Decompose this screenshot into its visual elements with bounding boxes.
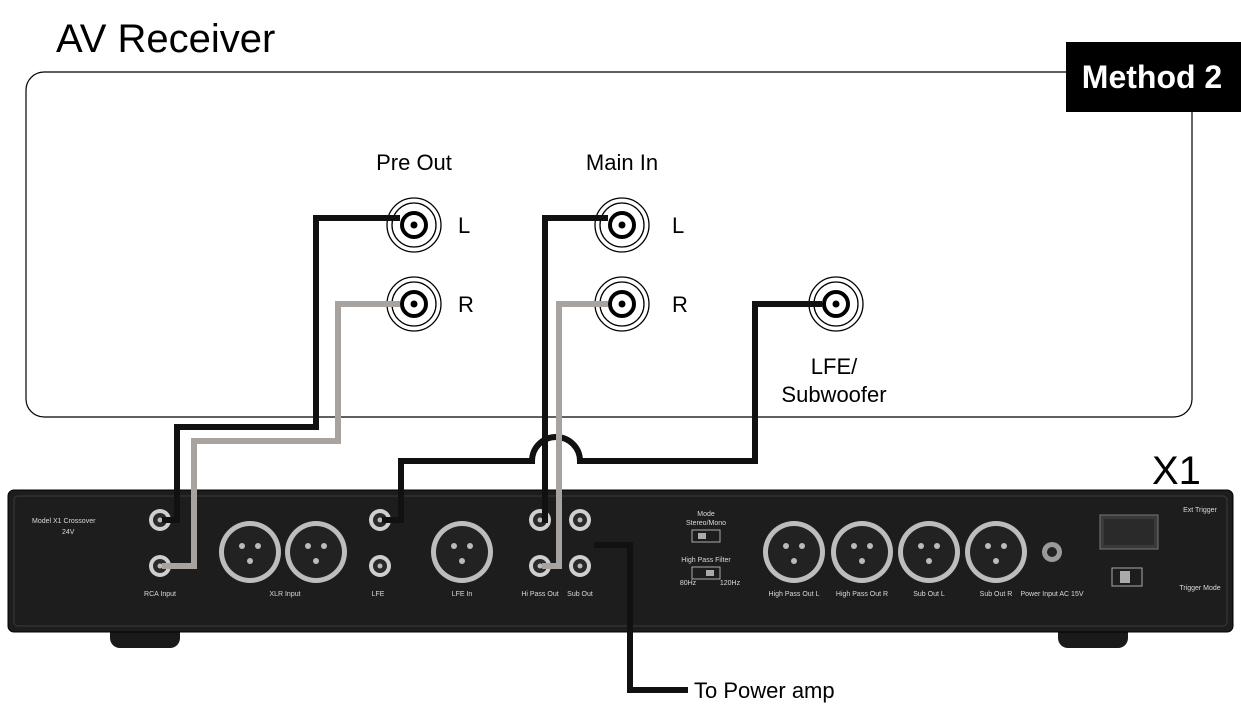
cable-main-in-right xyxy=(542,301,608,569)
panel-xlr-input: XLR Input xyxy=(269,591,300,598)
crossover-connectors xyxy=(149,509,1159,587)
panel-out-hp-r: High Pass Out R xyxy=(836,591,888,598)
method-badge: Method 2 xyxy=(1066,42,1241,112)
panel-hi-pass-out: Hi Pass Out xyxy=(521,591,558,598)
panel-rca-input: RCA Input xyxy=(144,591,176,598)
cables xyxy=(162,215,822,693)
panel-lfe-in: LFE In xyxy=(452,591,473,598)
cable-pre-out-right xyxy=(162,301,400,569)
panel-model-line2: 24V xyxy=(62,529,75,536)
panel-stereo-mono: Stereo/Mono xyxy=(686,520,726,527)
main-in-right-channel-label: R xyxy=(672,292,688,317)
cable-pre-out-left xyxy=(162,215,400,523)
lfe-label-line1: LFE/ xyxy=(811,354,858,379)
method-badge-label: Method 2 xyxy=(1082,59,1222,95)
panel-high-pass-filter: High Pass Filter xyxy=(681,557,731,564)
lfe-subwoofer-jack xyxy=(808,276,864,332)
cable-main-in-left xyxy=(542,215,608,523)
panel-lfe: LFE xyxy=(372,591,385,598)
panel-mode: Mode xyxy=(697,511,715,518)
panel-out-hp-l: High Pass Out L xyxy=(769,591,820,598)
main-in-label: Main In xyxy=(586,150,658,175)
lfe-label-line2: Subwoofer xyxy=(781,382,886,407)
panel-out-sub-r: Sub Out R xyxy=(980,591,1013,598)
panel-trigger: Ext Trigger xyxy=(1183,507,1218,514)
pre-out-right-jack xyxy=(386,276,442,332)
main-in-left-channel-label: L xyxy=(672,213,684,238)
panel-out-sub-l: Sub Out L xyxy=(913,591,945,598)
receiver-title: AV Receiver xyxy=(56,17,275,61)
to-power-amp-label: To Power amp xyxy=(694,678,835,703)
crossover-unit-label: X1 xyxy=(1152,449,1201,493)
panel-power: Power Input AC 15V xyxy=(1020,591,1083,598)
main-in-left-jack xyxy=(594,197,650,253)
main-in-right-jack xyxy=(594,276,650,332)
cable-to-power-amp xyxy=(594,542,688,693)
panel-hpf-opt1: 80Hz xyxy=(680,580,697,587)
pre-out-right-channel-label: R xyxy=(458,292,474,317)
panel-trigger-mode: Trigger Mode xyxy=(1179,585,1220,592)
pre-out-left-jack xyxy=(386,197,442,253)
panel-model-line1: Model X1 Crossover xyxy=(32,518,96,525)
pre-out-left-channel-label: L xyxy=(458,213,470,238)
pre-out-label: Pre Out xyxy=(376,150,452,175)
crossover-panel-labels: Model X1 Crossover 24V RCA Input XLR Inp… xyxy=(32,507,1221,598)
panel-sub-out: Sub Out xyxy=(567,591,593,598)
panel-hpf-opt2: 120Hz xyxy=(720,580,741,587)
